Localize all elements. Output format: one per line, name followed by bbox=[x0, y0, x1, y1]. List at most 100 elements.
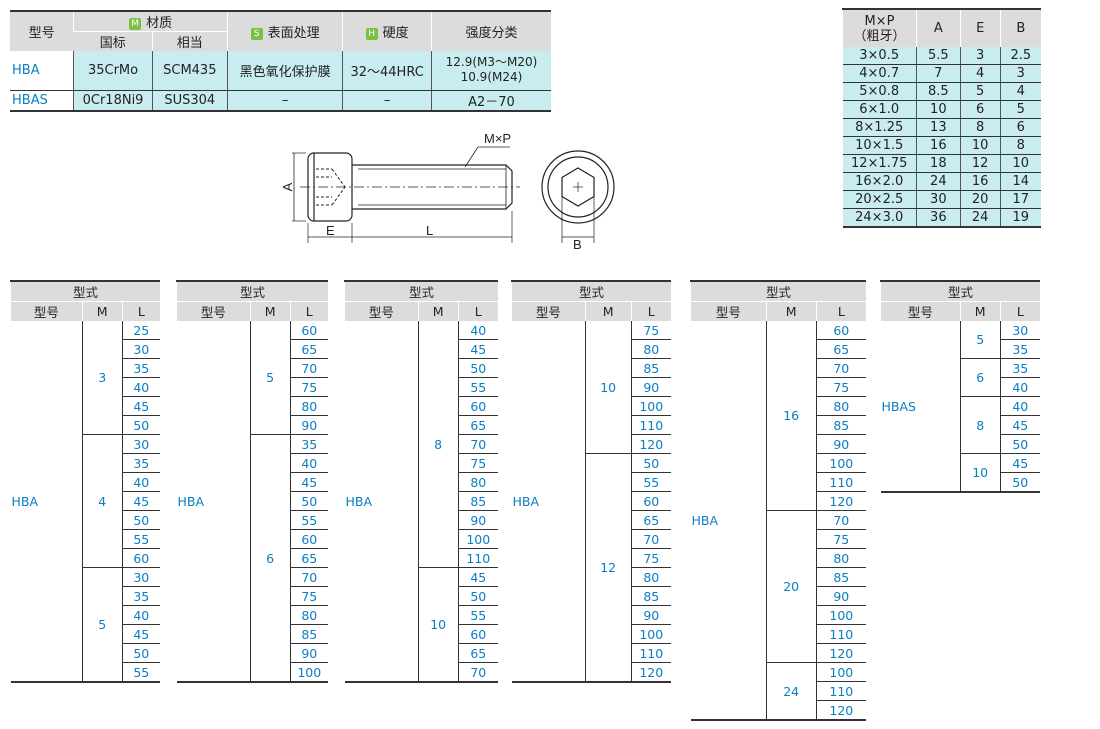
length-row: 65 bbox=[512, 510, 671, 530]
mxp-label: M×P bbox=[484, 131, 511, 146]
length-row: 120 bbox=[691, 491, 866, 511]
dim-e: 24 bbox=[959, 208, 1001, 228]
strength-line1: 12.9(M3～M20) bbox=[445, 55, 538, 70]
header-m: M bbox=[81, 301, 123, 321]
header-l: L bbox=[815, 301, 866, 321]
length-row: 55 bbox=[11, 662, 160, 683]
l-cell: 35 bbox=[122, 358, 160, 378]
header-model: 型号 bbox=[344, 301, 419, 321]
dim-b: 10 bbox=[999, 154, 1041, 173]
row-strength: A2－70 bbox=[430, 90, 551, 112]
dim-a: 24 bbox=[915, 172, 961, 191]
l-cell: 50 bbox=[458, 358, 498, 378]
l-cell: 60 bbox=[816, 321, 866, 340]
m-cell: 10 bbox=[960, 453, 1001, 493]
l-cell: 85 bbox=[631, 358, 671, 378]
l-cell: 80 bbox=[816, 396, 866, 416]
dim-a: 18 bbox=[915, 154, 961, 173]
length-row: 80 bbox=[177, 605, 328, 625]
dim-e: 16 bbox=[959, 172, 1001, 191]
l-cell: 55 bbox=[122, 529, 160, 549]
l-cell: 60 bbox=[458, 624, 498, 644]
length-row: 60 bbox=[512, 491, 671, 511]
l-cell: 45 bbox=[458, 567, 498, 587]
header-m: M bbox=[959, 301, 1001, 321]
header-model: 型号 bbox=[690, 301, 767, 321]
l-cell: 110 bbox=[816, 472, 866, 492]
l-cell: 30 bbox=[122, 339, 160, 359]
l-cell: 50 bbox=[1000, 472, 1040, 493]
l-cell: 50 bbox=[290, 491, 328, 511]
length-row: 55 bbox=[345, 377, 498, 397]
dim-a: 13 bbox=[915, 118, 961, 137]
length-row: 70 bbox=[691, 358, 866, 378]
l-cell: 70 bbox=[458, 434, 498, 454]
l-cell: 75 bbox=[290, 586, 328, 606]
l-cell: 80 bbox=[290, 396, 328, 416]
l-cell: 110 bbox=[631, 415, 671, 435]
l-cell: 55 bbox=[290, 510, 328, 530]
l-cell: 85 bbox=[816, 567, 866, 587]
dim-a: 30 bbox=[915, 190, 961, 209]
l-cell: 85 bbox=[816, 415, 866, 435]
dim-mxp: 4×0.7 bbox=[842, 64, 917, 83]
length-row: 100 bbox=[691, 453, 866, 473]
l-cell: 110 bbox=[816, 624, 866, 644]
header-type: 型式 bbox=[880, 280, 1040, 302]
l-cell: 75 bbox=[290, 377, 328, 397]
l-cell: 70 bbox=[290, 567, 328, 587]
header-m: M bbox=[765, 301, 817, 321]
dim-b: 4 bbox=[999, 82, 1041, 101]
length-row: 70 bbox=[345, 662, 498, 683]
length-row: 90 bbox=[177, 643, 328, 663]
dim-mxp: 12×1.75 bbox=[842, 154, 917, 173]
header-model: 型号 bbox=[880, 301, 961, 321]
length-row: 50 bbox=[177, 491, 328, 511]
dim-e: 6 bbox=[959, 100, 1001, 119]
l-cell: 60 bbox=[631, 491, 671, 511]
l-cell: 30 bbox=[122, 434, 160, 454]
l-cell: 40 bbox=[290, 453, 328, 473]
header-l: L bbox=[289, 301, 328, 321]
row-national: 35CrMo bbox=[73, 51, 153, 91]
l-cell: 120 bbox=[631, 434, 671, 454]
l-cell: 100 bbox=[816, 453, 866, 473]
l-cell: 50 bbox=[458, 586, 498, 606]
dim-e: 10 bbox=[959, 136, 1001, 155]
length-row: 90 bbox=[512, 377, 671, 397]
header-model: 型号 bbox=[511, 301, 586, 321]
l-cell: 50 bbox=[122, 510, 160, 530]
l-cell: 100 bbox=[816, 605, 866, 625]
l-cell: 90 bbox=[816, 586, 866, 606]
l-cell: 80 bbox=[631, 339, 671, 359]
length-row: 85 bbox=[691, 567, 866, 587]
l-cell: 50 bbox=[122, 415, 160, 435]
dim-mxp: 5×0.8 bbox=[842, 82, 917, 101]
l-cell: 45 bbox=[122, 491, 160, 511]
length-row: 120 bbox=[691, 643, 866, 663]
header-l: L bbox=[999, 301, 1040, 321]
l-cell: 55 bbox=[458, 377, 498, 397]
l-cell: 70 bbox=[816, 358, 866, 378]
dim-e: 4 bbox=[959, 64, 1001, 83]
length-row: 75 bbox=[177, 586, 328, 606]
l-cell: 40 bbox=[458, 321, 498, 340]
m-cell: 8 bbox=[960, 396, 1001, 454]
length-row: 120 bbox=[512, 434, 671, 454]
dim-a: 10 bbox=[915, 100, 961, 119]
model-cell: HBA bbox=[10, 321, 83, 683]
dim-mxp: 16×2.0 bbox=[842, 172, 917, 191]
l-cell: 90 bbox=[631, 377, 671, 397]
length-row: 65 bbox=[345, 643, 498, 663]
